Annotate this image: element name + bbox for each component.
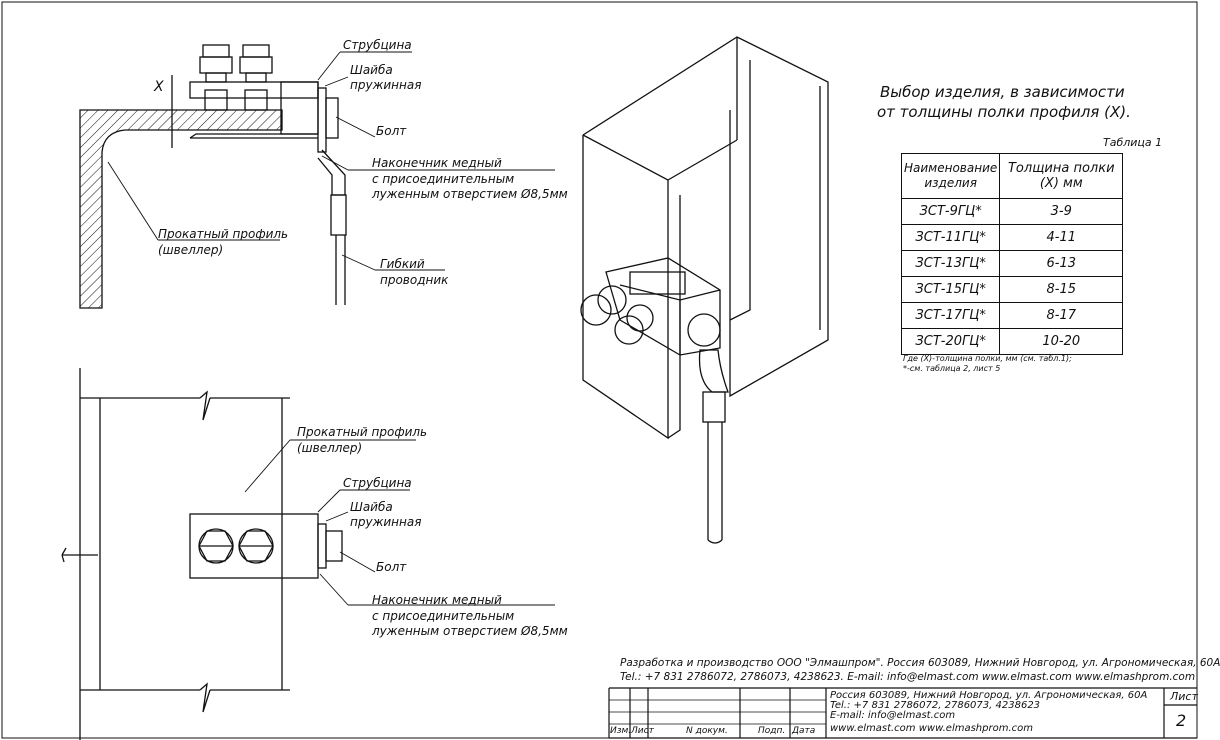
table-note-1: Где (X)-толщина полки, мм (см. табл.1);: [903, 354, 1072, 363]
col-list: Лист: [631, 726, 654, 736]
product-name-cell: ЗСТ-15ГЦ*: [900, 276, 1001, 303]
top-conductor-label-1: Гибкий: [380, 257, 425, 271]
table-row: ЗСТ-15ГЦ*8-15: [900, 276, 1124, 303]
col-thickness-header: Толщина полки (X) мм: [999, 153, 1124, 199]
bottom-washer-label-2: пружинная: [350, 515, 422, 529]
bottom-front-view: [61, 368, 555, 740]
col-data: Дата: [792, 726, 816, 736]
thickness-cell: 8-15: [999, 276, 1124, 303]
table-row: ЗСТ-20ГЦ*10-20: [900, 328, 1124, 355]
footer-line-1: Разработка и производство ООО "Элмашпром…: [620, 657, 1220, 669]
col-name-header-2: изделия: [924, 176, 977, 190]
bottom-bolt-label: Болт: [376, 560, 407, 574]
bottom-washer-label-1: Шайба: [350, 500, 393, 514]
footer-line-2: Tel.: +7 831 2786072, 2786073, 4238623. …: [620, 671, 1196, 683]
top-lug-label-3: луженным отверстием Ø8,5мм: [372, 187, 568, 201]
selection-heading-2: от толщины полки профиля (X).: [877, 103, 1131, 121]
title-info-4: www.elmast.com www.elmashprom.com: [830, 723, 1033, 734]
bottom-profile-label-2: (швеллер): [297, 441, 363, 455]
top-lug-label-1: Наконечник медный: [372, 156, 502, 170]
table-row: ЗСТ-9ГЦ*3-9: [900, 198, 1124, 225]
thickness-cell: 10-20: [999, 328, 1124, 355]
table-caption: Таблица 1: [1103, 136, 1163, 149]
thickness-cell: 6-13: [999, 250, 1124, 277]
table-header-row: Наименование изделия Толщина полки (X) м…: [900, 153, 1124, 199]
sheet-number: 2: [1176, 711, 1187, 730]
title-info-3: E-mail: info@elmast.com: [830, 710, 956, 721]
col-izm: Изм.: [610, 726, 632, 736]
product-name-cell: ЗСТ-9ГЦ*: [900, 198, 1001, 225]
table-row: ЗСТ-17ГЦ*8-17: [900, 302, 1124, 329]
selection-heading-1: Выбор изделия, в зависимости: [880, 83, 1125, 101]
bottom-lug-label-2: с присоединительным: [372, 609, 515, 623]
selection-table: Наименование изделия Толщина полки (X) м…: [900, 153, 1124, 355]
thickness-cell: 3-9: [999, 198, 1124, 225]
top-conductor-label-2: проводник: [380, 273, 449, 287]
product-name-cell: ЗСТ-11ГЦ*: [900, 224, 1001, 251]
col-thickness-header-1: Толщина полки: [1007, 161, 1115, 176]
bottom-clamp-label: Струбцина: [343, 476, 412, 490]
bottom-profile-label-1: Прокатный профиль: [297, 425, 428, 439]
top-washer-label-2: пружинная: [350, 78, 422, 92]
col-ndoc: N докум.: [686, 726, 728, 736]
top-bolt-label: Болт: [376, 124, 407, 138]
sheet-label: Лист: [1170, 690, 1198, 703]
col-podp: Подп.: [758, 726, 786, 736]
bottom-lug-label-3: луженным отверстием Ø8,5мм: [372, 624, 568, 638]
top-profile-label-2: (швеллер): [158, 243, 224, 257]
title-info-1: Россия 603089, Нижний Новгород, ул. Агро…: [830, 690, 1148, 701]
table-row: ЗСТ-11ГЦ*4-11: [900, 224, 1124, 251]
thickness-cell: 4-11: [999, 224, 1124, 251]
top-clamp-label: Струбцина: [343, 38, 412, 52]
product-name-cell: ЗСТ-20ГЦ*: [900, 328, 1001, 355]
col-thickness-header-2: (X) мм: [1039, 176, 1083, 191]
bottom-lug-label-1: Наконечник медный: [372, 593, 502, 607]
top-section-view: [79, 44, 555, 309]
product-name-cell: ЗСТ-13ГЦ*: [900, 250, 1001, 277]
product-name-cell: ЗСТ-17ГЦ*: [900, 302, 1001, 329]
x-dimension-label: X: [154, 79, 164, 95]
top-washer-label-1: Шайба: [350, 63, 393, 77]
top-profile-label-1: Прокатный профиль: [158, 227, 289, 241]
title-info-2: Tel.: +7 831 2786072, 2786073, 4238623: [830, 700, 1041, 711]
table-row: ЗСТ-13ГЦ*6-13: [900, 250, 1124, 277]
col-name-header-1: Наименование: [904, 161, 998, 175]
table-note-2: *-см. таблица 2, лист 5: [903, 364, 1001, 373]
col-name-header: Наименование изделия: [900, 153, 1001, 199]
isometric-view: [580, 36, 829, 544]
top-lug-label-2: с присоединительным: [372, 172, 515, 186]
thickness-cell: 8-17: [999, 302, 1124, 329]
title-block-lines: [608, 687, 1197, 739]
